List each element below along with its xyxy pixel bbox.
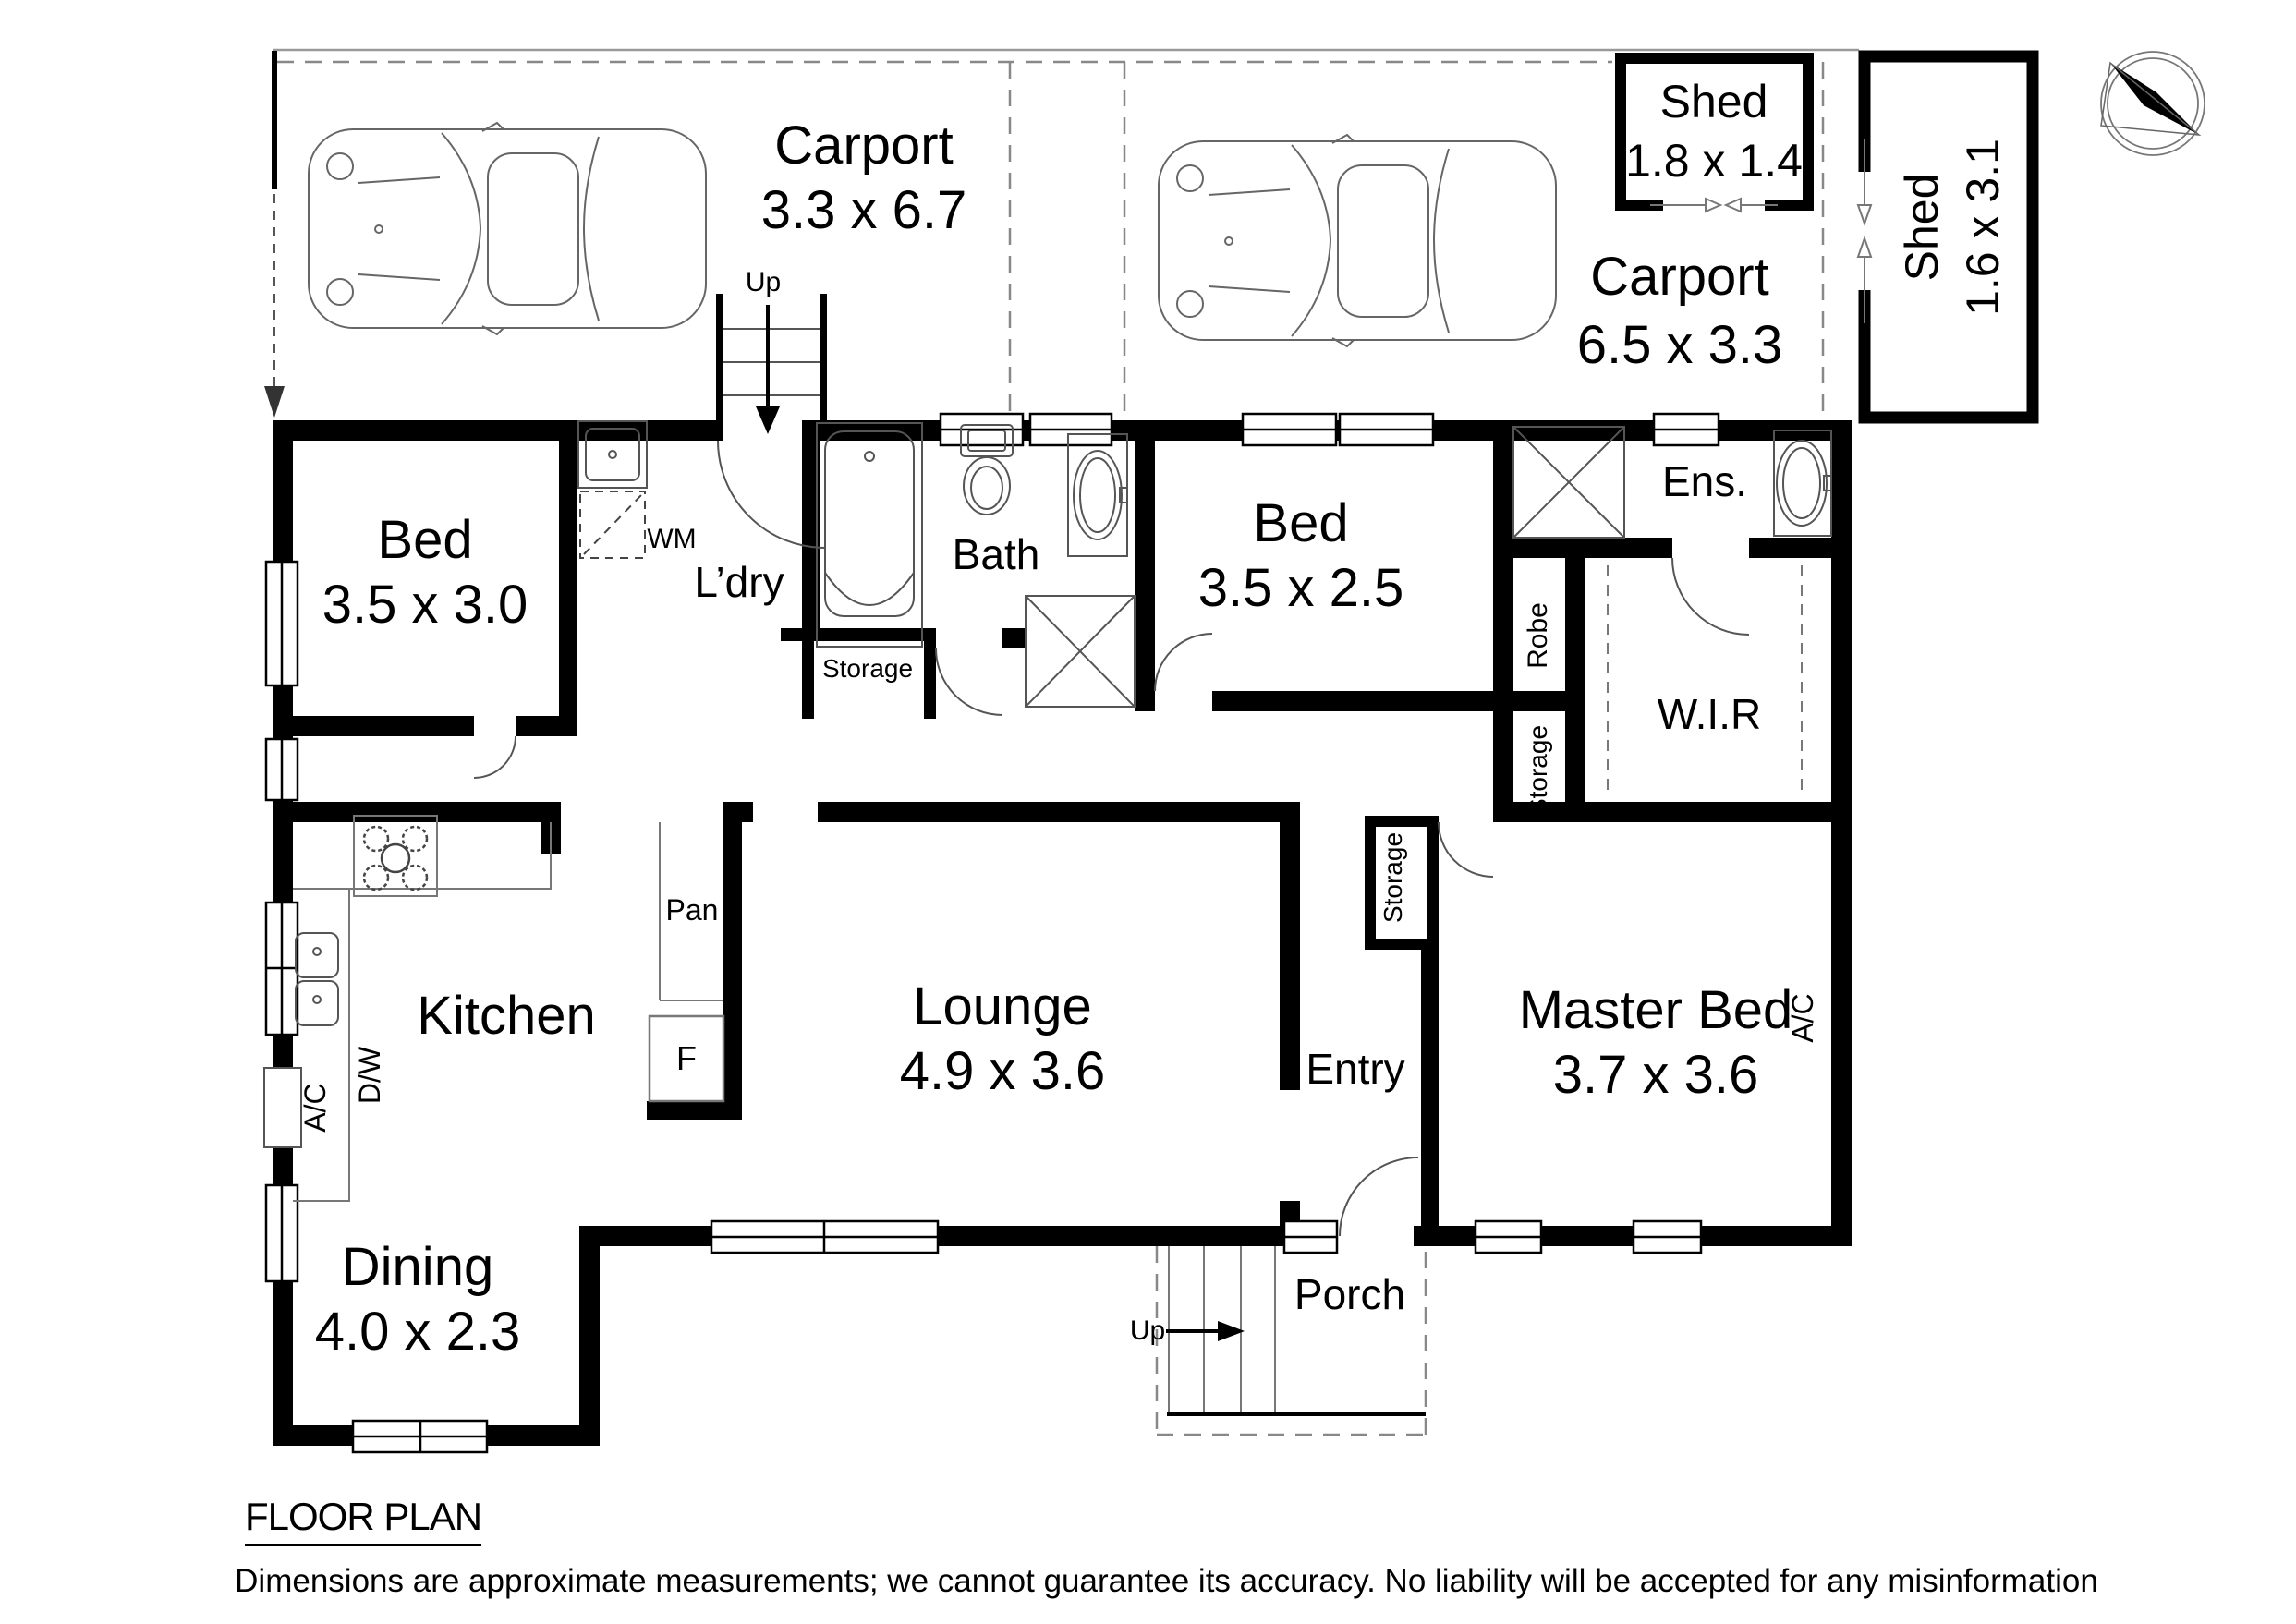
ensuite-shower-icon: [1512, 426, 1625, 539]
aircon-unit: [263, 1067, 302, 1148]
shed-small: [1615, 53, 1814, 213]
hall-storage-label: Storage: [821, 654, 914, 683]
shed-tall: [1856, 50, 2039, 424]
bed2-label: Bed: [1253, 493, 1349, 553]
carport2-label: Carport: [1590, 247, 1769, 307]
carport2-dims: 6.5 x 3.3: [1576, 315, 1783, 375]
ensuite-basin-icon: [1773, 430, 1832, 537]
front-door-sill: [1282, 1219, 1339, 1254]
page-title: FLOOR PLAN: [245, 1495, 482, 1546]
toilet-icon: [960, 424, 1014, 515]
washing-machine-icon: [579, 491, 646, 559]
laundry-tub-icon: [577, 420, 648, 489]
master-bed-dims: 3.7 x 3.6: [1552, 1045, 1759, 1105]
shed1-label: Shed: [1659, 76, 1768, 127]
lounge-dims: 4.9 x 3.6: [899, 1041, 1106, 1101]
bed1-label: Bed: [377, 510, 473, 570]
ensuite-label: Ens.: [1661, 457, 1748, 505]
dishwasher-label: D/W: [353, 1046, 386, 1105]
up-label-porch: Up: [1129, 1315, 1166, 1346]
robe-storage-label: Storage: [1524, 724, 1552, 817]
disclaimer-text: Dimensions are approximate measurements;…: [235, 1563, 2098, 1599]
stove-cooktop-icon: [353, 815, 438, 897]
stairs-porch: [1166, 1246, 1426, 1416]
carport1-label: Carport: [774, 115, 954, 176]
aircon-master-label: A/C: [1786, 993, 1819, 1043]
bed2-dims: 3.5 x 2.5: [1197, 558, 1404, 618]
porch-label: Porch: [1294, 1270, 1406, 1318]
robe-label: Robe: [1523, 602, 1553, 669]
door-arcs: [473, 440, 1750, 1237]
kitchen-sink-icon: [295, 932, 339, 1026]
pantry-outline: [659, 822, 723, 1001]
stairs-top: [716, 294, 827, 441]
wir-label: W.I.R: [1657, 690, 1762, 738]
shed2-label: Shed: [1896, 173, 1948, 282]
carport1-dims: 3.3 x 6.7: [760, 180, 967, 240]
laundry-label: L’dry: [694, 558, 784, 606]
windows: [264, 412, 1720, 1454]
fridge-outline: [648, 1014, 725, 1103]
shed1-dims: 1.8 x 1.4: [1625, 135, 1803, 187]
fridge-label: F: [676, 1039, 697, 1077]
entry-storage-label: Storage: [1379, 831, 1407, 924]
up-label-top: Up: [745, 267, 782, 297]
wash-basin-icon: [1067, 433, 1128, 557]
shower-icon: [1025, 595, 1136, 708]
lounge-label: Lounge: [913, 976, 1092, 1036]
dining-dims: 4.0 x 2.3: [314, 1302, 521, 1362]
aircon-kitchen-label: A/C: [298, 1083, 332, 1133]
compass-north-icon: [2100, 51, 2205, 156]
dining-label: Dining: [341, 1237, 494, 1297]
wm-label: WM: [647, 524, 697, 554]
pantry-label: Pan: [665, 893, 719, 927]
bed1-dims: 3.5 x 3.0: [322, 575, 528, 635]
shed2-dims: 1.6 x 3.1: [1957, 139, 2009, 316]
kitchen-label: Kitchen: [417, 986, 596, 1046]
carport-dashed-boundaries: [277, 60, 1825, 420]
driveway-arrow: [264, 51, 285, 418]
wir-robe-dashes: [1607, 565, 1803, 798]
bath-label: Bath: [952, 530, 1040, 578]
bathtub-icon: [816, 422, 923, 648]
entry-label: Entry: [1306, 1045, 1405, 1093]
porch-outline: [1155, 1246, 1427, 1436]
master-bed-label: Master Bed: [1518, 980, 1793, 1040]
